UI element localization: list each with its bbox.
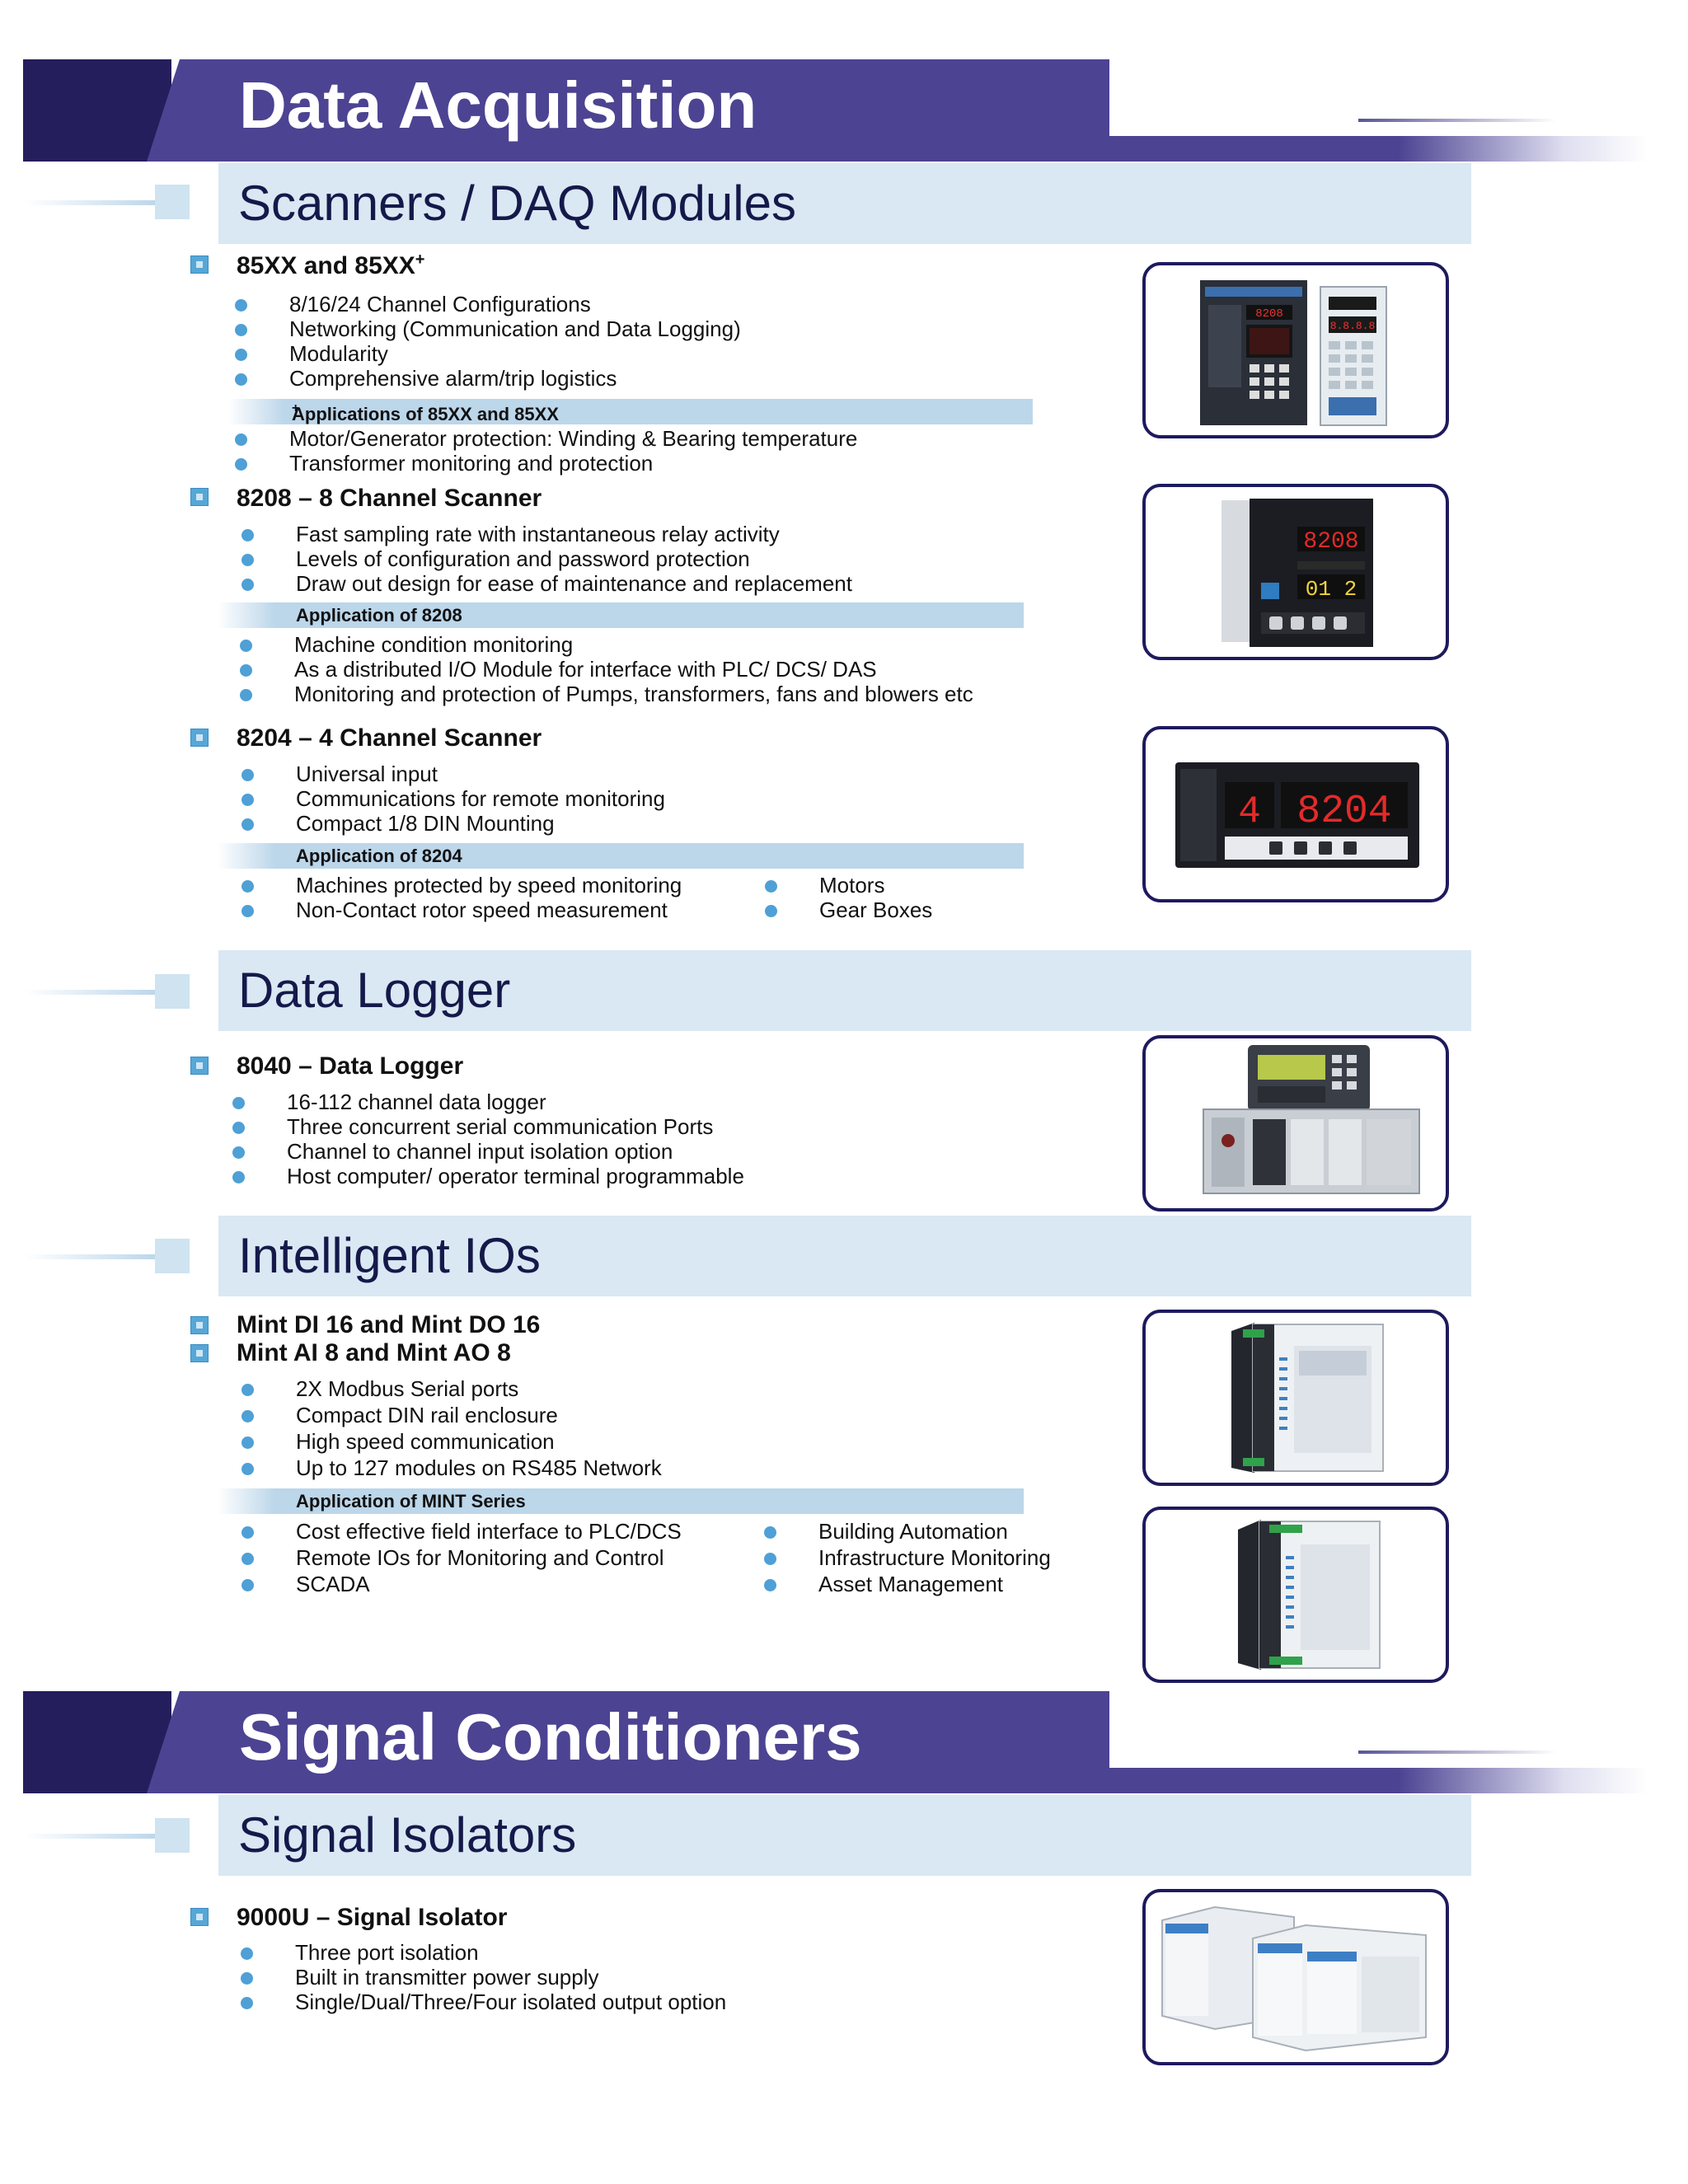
product-title-mint-ai-ao: Mint AI 8 and Mint AO 8: [237, 1339, 511, 1366]
application-item: Transformer monitoring and protection: [234, 451, 654, 476]
feature-item: Compact 1/8 DIN Mounting: [241, 811, 555, 836]
banner-accent-line: [1358, 119, 1556, 122]
section-deco: [25, 1239, 190, 1275]
product-square-icon: [190, 729, 209, 747]
application-item: As a distributed I/O Module for interfac…: [240, 657, 877, 682]
banner-data-acquisition: Data Acquisition: [23, 59, 1672, 162]
banner-dark-block: [23, 1691, 171, 1793]
application-bar: Application of 8204: [218, 843, 1024, 869]
feature-item: Three concurrent serial communication Po…: [232, 1114, 714, 1139]
banner-tail-stripe: [1095, 136, 1647, 162]
led-readout: 4: [1238, 790, 1261, 833]
feature-item: Modularity: [235, 341, 388, 366]
feature-item: Universal input: [241, 762, 438, 786]
banner-main-block: [147, 59, 1109, 162]
banner-main-block: [147, 1691, 1109, 1793]
feature-item: Networking (Communication and Data Loggi…: [235, 316, 741, 341]
product-title-mint-di-do: Mint DI 16 and Mint DO 16: [237, 1311, 541, 1338]
product-photo-mint-2: [1142, 1507, 1449, 1683]
section-title: Signal Isolators: [238, 1807, 577, 1863]
section-bar-data-logger: Data Logger: [218, 950, 1471, 1031]
application-item: Motors: [764, 873, 885, 898]
product-square-icon: [190, 1316, 209, 1334]
banner-title: Signal Conditioners: [239, 1700, 862, 1774]
product-title-85xx: 85XX and 85XX+: [237, 251, 425, 279]
application-item: Non-Contact rotor speed measurement: [241, 898, 668, 922]
product-square-icon: [190, 255, 209, 274]
banner-dark-block: [23, 59, 171, 162]
product-title-8208: 8208 – 8 Channel Scanner: [237, 485, 542, 512]
application-item: Gear Boxes: [764, 898, 933, 922]
feature-item: Host computer/ operator terminal program…: [232, 1164, 744, 1188]
feature-item: Single/Dual/Three/Four isolated output o…: [240, 1990, 727, 2014]
feature-item: Draw out design for ease of maintenance …: [241, 571, 852, 596]
feature-item: Fast sampling rate with instantaneous re…: [241, 522, 780, 546]
application-item: Machine condition monitoring: [239, 632, 574, 657]
feature-item: Communications for remote monitoring: [241, 786, 665, 811]
application-item: SCADA: [241, 1572, 370, 1596]
product-square-icon: [190, 1908, 209, 1926]
feature-item: Up to 127 modules on RS485 Network: [241, 1455, 662, 1480]
product-photo-85xx: 8208 8.8.8.8: [1142, 262, 1449, 438]
application-item: Motor/Generator protection: Winding & Be…: [234, 426, 858, 451]
application-item: Machines protected by speed monitoring: [241, 873, 682, 898]
application-item: Infrastructure Monitoring: [764, 1545, 1051, 1570]
led-readout: 8204: [1296, 790, 1391, 834]
feature-item: Comprehensive alarm/trip logistics: [234, 366, 617, 391]
section-title: Data Logger: [238, 963, 511, 1018]
application-item: Monitoring and protection of Pumps, tran…: [240, 682, 973, 706]
product-square-icon: [190, 488, 209, 506]
product-photo-8204: 4 8204: [1142, 726, 1449, 902]
product-photo-8040: [1142, 1035, 1449, 1212]
product-photo-mint-1: [1142, 1310, 1449, 1486]
application-label: Application of MINT Series: [296, 1491, 526, 1511]
banner-accent-line: [1358, 1750, 1556, 1754]
section-deco: [25, 1818, 190, 1854]
feature-item: High speed communication: [241, 1429, 555, 1454]
section-deco: [25, 974, 190, 1010]
section-bar-scanners: Scanners / DAQ Modules: [218, 163, 1471, 244]
section-title: Scanners / DAQ Modules: [238, 176, 796, 231]
feature-item: Three port isolation: [241, 1940, 479, 1965]
feature-item: 8/16/24 Channel Configurations: [235, 292, 591, 316]
section-bar-signal-isolators: Signal Isolators: [218, 1795, 1471, 1876]
led-readout: 01 2: [1306, 577, 1357, 602]
application-item: Cost effective field interface to PLC/DC…: [241, 1519, 682, 1544]
section-bar-intelligent-ios: Intelligent IOs: [218, 1216, 1471, 1296]
application-label: Application of 8208: [296, 605, 462, 626]
banner-tail-stripe: [1095, 1768, 1647, 1793]
application-item: Remote IOs for Monitoring and Control: [241, 1545, 664, 1570]
application-item: Building Automation: [764, 1519, 1008, 1544]
product-photo-8208: 8208 01 2: [1142, 484, 1449, 660]
product-title-9000u: 9000U – Signal Isolator: [237, 1904, 508, 1931]
product-square-icon: [190, 1344, 209, 1362]
feature-item: 16-112 channel data logger: [232, 1090, 546, 1114]
feature-item: Compact DIN rail enclosure: [241, 1403, 558, 1427]
product-title-8040: 8040 – Data Logger: [237, 1052, 464, 1080]
application-bar: Application of MINT Series: [218, 1488, 1024, 1514]
feature-item: Channel to channel input isolation optio…: [232, 1139, 673, 1164]
banner-title: Data Acquisition: [239, 68, 757, 142]
application-bar: Application of 8208: [218, 602, 1024, 628]
product-photo-9000u: [1142, 1889, 1449, 2065]
feature-item: Built in transmitter power supply: [240, 1965, 599, 1990]
led-readout: 8.8.8.8: [1330, 320, 1376, 332]
section-deco: [25, 185, 190, 221]
application-bar: Applications of 85XX and 85XX+: [227, 399, 1033, 424]
application-label: Application of 8204: [296, 846, 462, 866]
product-square-icon: [190, 1057, 209, 1075]
led-readout: 8208: [1255, 307, 1283, 321]
product-title-8204: 8204 – 4 Channel Scanner: [237, 724, 542, 752]
banner-signal-conditioners: Signal Conditioners: [23, 1691, 1672, 1793]
feature-item: Levels of configuration and password pro…: [241, 546, 750, 571]
application-label: Applications of 85XX and 85XX+: [292, 401, 559, 424]
section-title: Intelligent IOs: [238, 1228, 541, 1283]
feature-item: 2X Modbus Serial ports: [241, 1376, 519, 1401]
led-readout: 8208: [1303, 529, 1358, 555]
application-item: Asset Management: [763, 1572, 1004, 1596]
